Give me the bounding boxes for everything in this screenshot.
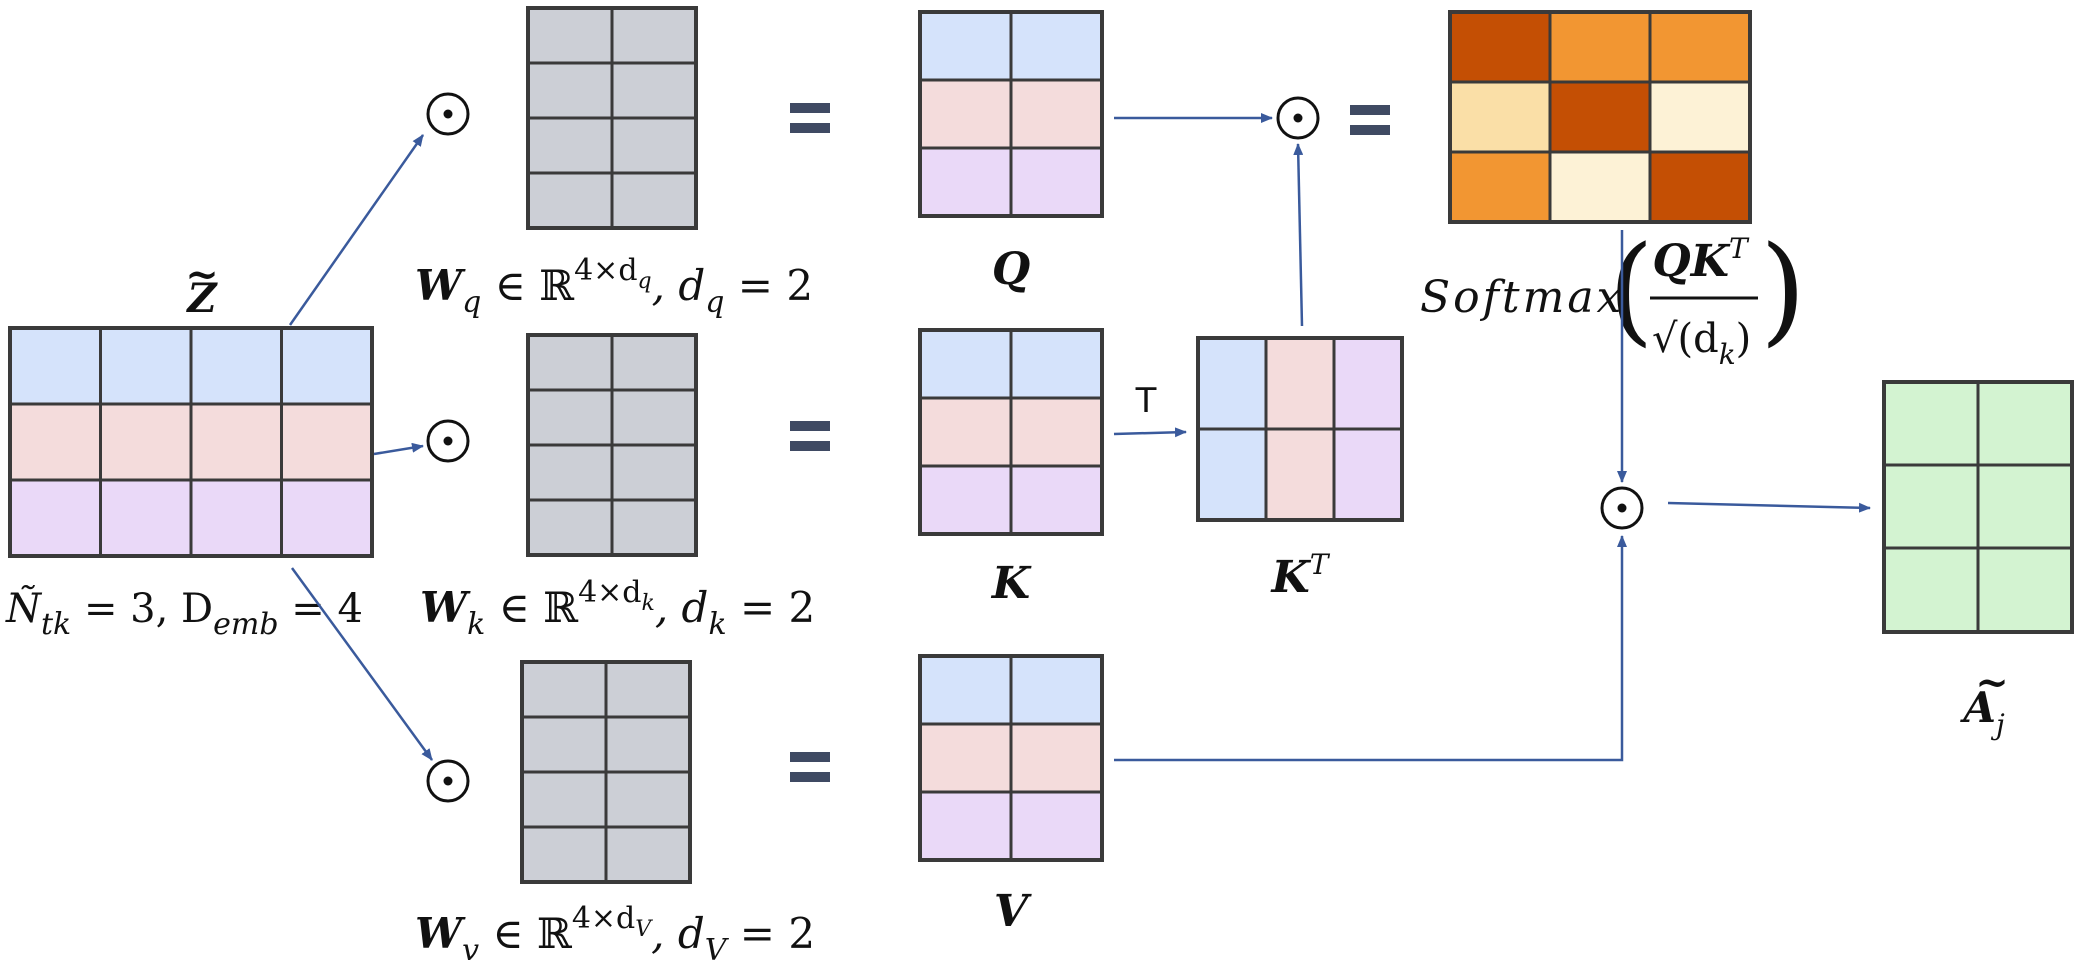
arrow-z-to-wq: [288, 134, 425, 326]
equals-sign: [790, 752, 830, 782]
softmax-denominator: √(dk): [1652, 316, 1751, 371]
v-matrix: [918, 654, 1104, 862]
odot-operator-qkt: [1276, 96, 1320, 140]
odot-operator-attn: [1600, 486, 1644, 530]
arrow-v-to-odot: [1114, 535, 1627, 762]
wv-matrix: [520, 660, 692, 884]
wq-matrix: [526, 6, 698, 230]
wq-label: Wq ∈ ℝ4×dq, dq = 2: [415, 253, 813, 320]
softmax-lparen: (: [1608, 220, 1654, 358]
transpose-label: T: [1135, 381, 1157, 421]
q-label: Q: [992, 244, 1030, 295]
heat-cell: [1448, 150, 1552, 224]
a-tilde-mark: ~: [1975, 659, 2009, 706]
arrow-k-to-kt: [1113, 427, 1187, 438]
k-matrix: [918, 328, 1104, 536]
attention-heatmap: [1448, 10, 1752, 224]
wv-label: Wv ∈ ℝ4×dV, dV = 2: [415, 901, 815, 964]
z-label: Z: [185, 275, 218, 322]
arrow-z-to-wv: [290, 567, 434, 761]
heat-cell: [1548, 80, 1652, 154]
kt-label: KT: [1270, 548, 1331, 603]
wk-label: Wk ∈ ℝ4×dk, dk = 2: [420, 575, 815, 642]
kt-matrix: [1196, 336, 1404, 522]
z-frame: [8, 326, 374, 558]
z-tilde-mark: ~: [185, 251, 219, 298]
k-label: K: [990, 558, 1032, 609]
equals-sign: [1350, 105, 1390, 135]
softmax-numerator: QKT: [1652, 232, 1750, 287]
a-matrix: [1882, 380, 2074, 634]
q-matrix: [918, 10, 1104, 218]
heat-cell: [1448, 10, 1552, 84]
softmax-rparen: ): [1760, 220, 1806, 358]
heat-cell: [1648, 80, 1752, 154]
odot-operator-q: [426, 92, 470, 136]
odot-operator-k: [426, 419, 470, 463]
heat-cell: [1648, 150, 1752, 224]
z-dims-label: Ñtk = 3, Demb = 4: [5, 585, 363, 642]
heat-cell: [1548, 150, 1652, 224]
heat-cell: [1648, 10, 1752, 84]
z-matrix: [8, 326, 374, 558]
arrow-odot-to-a: [1667, 501, 1871, 513]
odot-operator-v: [426, 759, 470, 803]
equals-sign: [790, 103, 830, 133]
arrow-z-to-wk: [373, 442, 424, 456]
softmax-label: Softmax: [1420, 272, 1624, 323]
wk-matrix: [526, 333, 698, 557]
arrow-kt-to-qkt: [1293, 143, 1304, 327]
a-label: Aj: [1959, 683, 2005, 741]
equals-sign: [790, 421, 830, 451]
heat-cell: [1448, 80, 1552, 154]
heat-cell: [1548, 10, 1652, 84]
v-label: V: [994, 886, 1032, 937]
